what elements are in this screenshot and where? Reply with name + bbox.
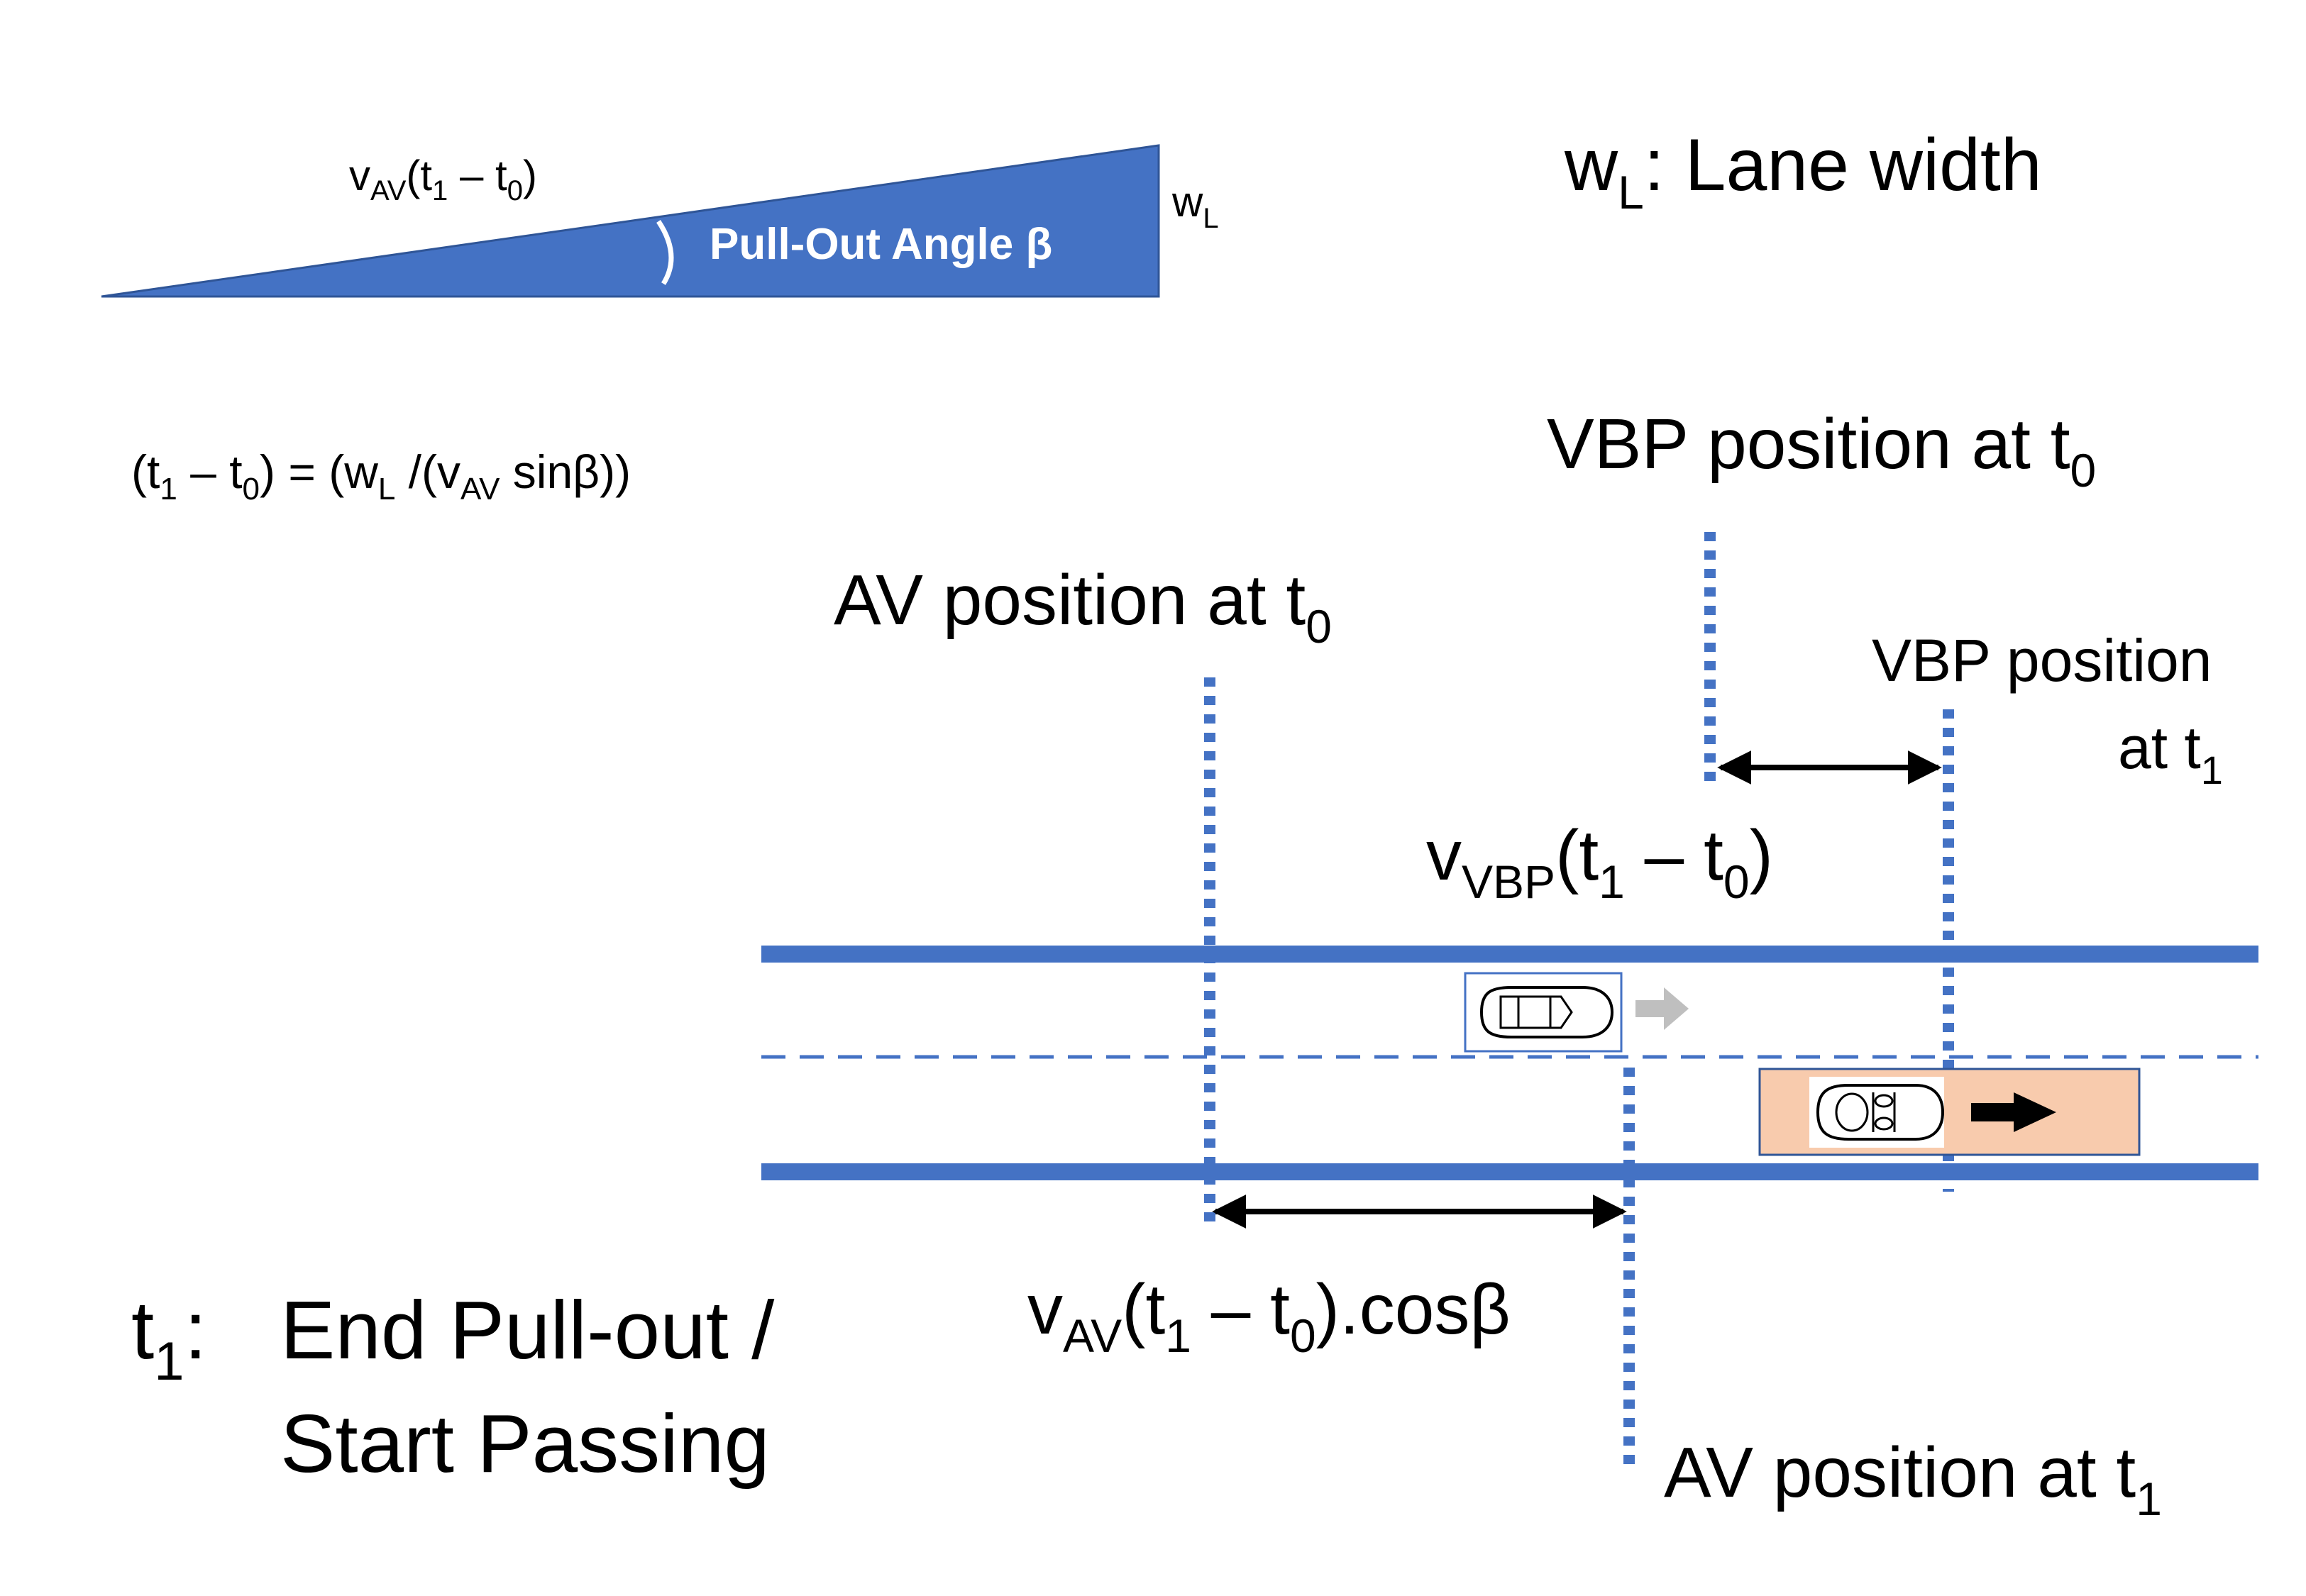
road-bottom-edge (761, 1163, 2258, 1180)
vbp-position-t1-label-line1: VBP position (1872, 627, 2212, 694)
av-position-t1-label: AV position at t1 (1664, 1433, 2162, 1525)
lane-width-legend: wL: Lane width (1564, 124, 2042, 218)
av-distance-label: vAV(t1 – t0).cosβ (1027, 1270, 1511, 1362)
triangle-side-label: wL (1171, 178, 1219, 234)
car-icon (1816, 1084, 1945, 1141)
pull-out-triangle (101, 144, 1160, 298)
vbp-position-t0-label: VBP position at t0 (1547, 404, 2096, 497)
phase-label-time: t1: (131, 1284, 207, 1392)
pull-out-angle-label: Pull-Out Angle β (710, 220, 1052, 269)
av-vehicle (1758, 1068, 2141, 1156)
phase-label-line2: Start Passing (280, 1397, 770, 1490)
av-direction-arrow (1971, 1092, 2056, 1132)
av-position-t0-label: AV position at t0 (834, 560, 1332, 653)
vbp-position-t1-label-line2: at t1 (2118, 714, 2223, 792)
phase-label-line1: End Pull-out / (280, 1284, 775, 1376)
triangle-hypotenuse-label: vAV(t1 – t0) (349, 152, 537, 206)
vbp-distance-label: vVBP(t1 – t0) (1426, 816, 1773, 908)
vbp-ghost-arrow (1635, 987, 1689, 1030)
angle-arc (656, 220, 674, 285)
road-top-edge (761, 946, 2258, 963)
vbp-vehicle (1464, 972, 1689, 1053)
car-icon (1479, 986, 1614, 1038)
time-formula: (t1 – t0) = (wL /(vAV sinβ)) (131, 445, 631, 506)
